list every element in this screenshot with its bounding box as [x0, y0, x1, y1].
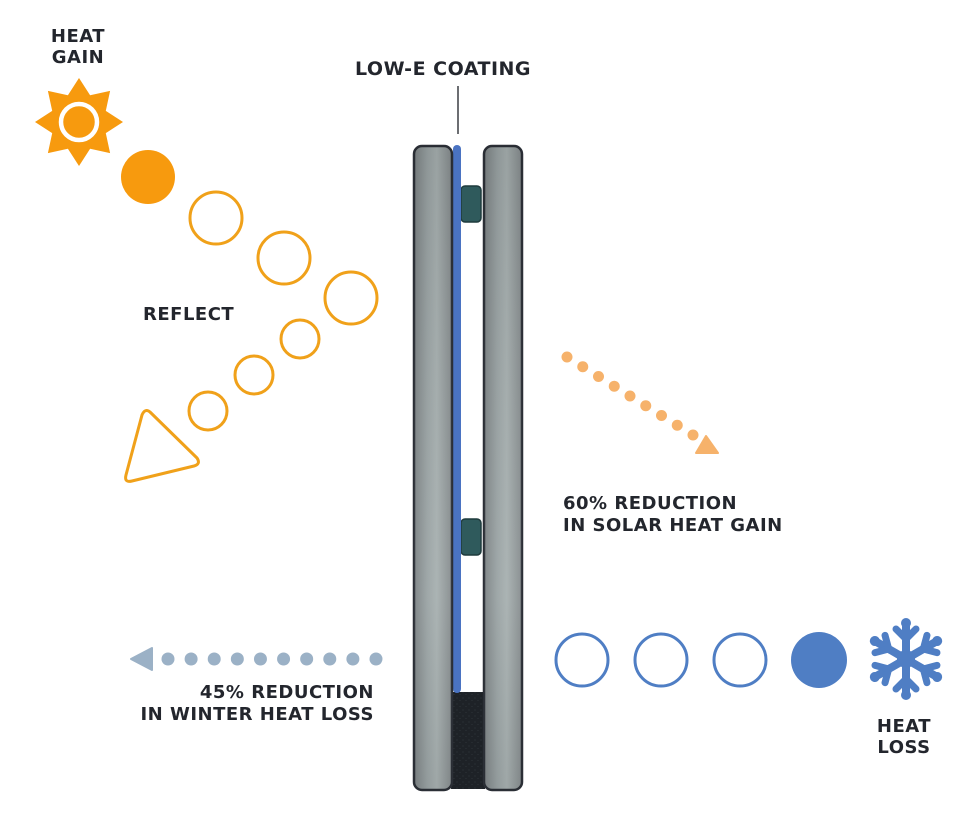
- solar-dot: [640, 400, 652, 412]
- winter-dot: [184, 652, 198, 666]
- cold-particle-outline: [633, 632, 689, 688]
- glass-pane-inner-shade: [484, 146, 522, 790]
- winter-arrowhead-icon: [130, 647, 153, 671]
- heat-particle-reflected: [279, 318, 321, 360]
- heat-loss-label: HEAT LOSS: [866, 716, 942, 758]
- solar-reduction-line1: 60% REDUCTION: [563, 493, 738, 514]
- winter-dot: [300, 652, 314, 666]
- heat-particle-incoming: [188, 190, 244, 246]
- solar-dot: [561, 351, 573, 363]
- reflect-arrowhead-icon: [124, 409, 200, 483]
- solar-dot: [593, 371, 604, 382]
- heat-particle-filled: [121, 150, 175, 204]
- heat-particle-reflected: [187, 390, 229, 432]
- heat-loss-label-line2: LOSS: [877, 737, 931, 758]
- winter-dot: [230, 652, 244, 666]
- sun-ring: [58, 101, 100, 143]
- solar-arrowhead-icon: [695, 435, 719, 454]
- heat-particle-reflected: [233, 354, 275, 396]
- winter-reduction-line2: IN WINTER HEAT LOSS: [140, 704, 374, 725]
- solar-reduction-line2: IN SOLAR HEAT GAIN: [563, 515, 783, 536]
- glass-pane-outer-shade: [414, 146, 452, 790]
- sun-rays: [35, 78, 123, 166]
- low-e-coating-layer: [453, 145, 461, 693]
- solar-dot: [624, 390, 636, 402]
- heat-particle-incoming: [323, 270, 379, 326]
- winter-dot: [346, 652, 360, 666]
- winter-dot: [323, 652, 337, 666]
- cold-particle-outline: [554, 632, 610, 688]
- solar-transmission-arrow: [561, 351, 699, 441]
- heat-gain-label-line2: GAIN: [51, 47, 105, 68]
- solar-dot: [671, 419, 683, 431]
- cold-particle-filled: [791, 632, 847, 688]
- heat-gain-label: HEAT GAIN: [42, 26, 114, 68]
- winter-heat-loss-arrow: [161, 652, 383, 666]
- reflect-label: REFLECT: [143, 304, 235, 325]
- cold-particle-outline: [712, 632, 768, 688]
- winter-dot: [253, 652, 267, 666]
- solar-dot: [687, 429, 699, 441]
- sun-icon: [35, 78, 123, 166]
- window-cross-section: [412, 144, 524, 792]
- winter-dot: [161, 652, 175, 666]
- winter-reduction-line1: 45% REDUCTION: [199, 682, 374, 703]
- heat-particle-incoming: [256, 230, 312, 286]
- low-e-coating-label: LOW-E COATING: [355, 58, 532, 80]
- heat-loss-label-line1: HEAT: [876, 716, 932, 737]
- winter-dot: [207, 652, 221, 666]
- snowflake-icon: [869, 618, 943, 700]
- solar-dot: [608, 380, 620, 392]
- spacer-top: [460, 185, 482, 223]
- solar-reduction-label: 60% REDUCTION IN SOLAR HEAT GAIN: [563, 493, 783, 537]
- spacer-middle: [460, 518, 482, 556]
- heat-gain-label-line1: HEAT: [50, 26, 106, 47]
- sealant: [451, 692, 485, 789]
- solar-dot: [656, 410, 667, 421]
- solar-dot: [577, 361, 589, 373]
- winter-reduction-label: 45% REDUCTION IN WINTER HEAT LOSS: [140, 682, 374, 726]
- snowflake-hub: [897, 650, 915, 668]
- winter-dot: [369, 652, 383, 666]
- winter-dot: [277, 652, 291, 666]
